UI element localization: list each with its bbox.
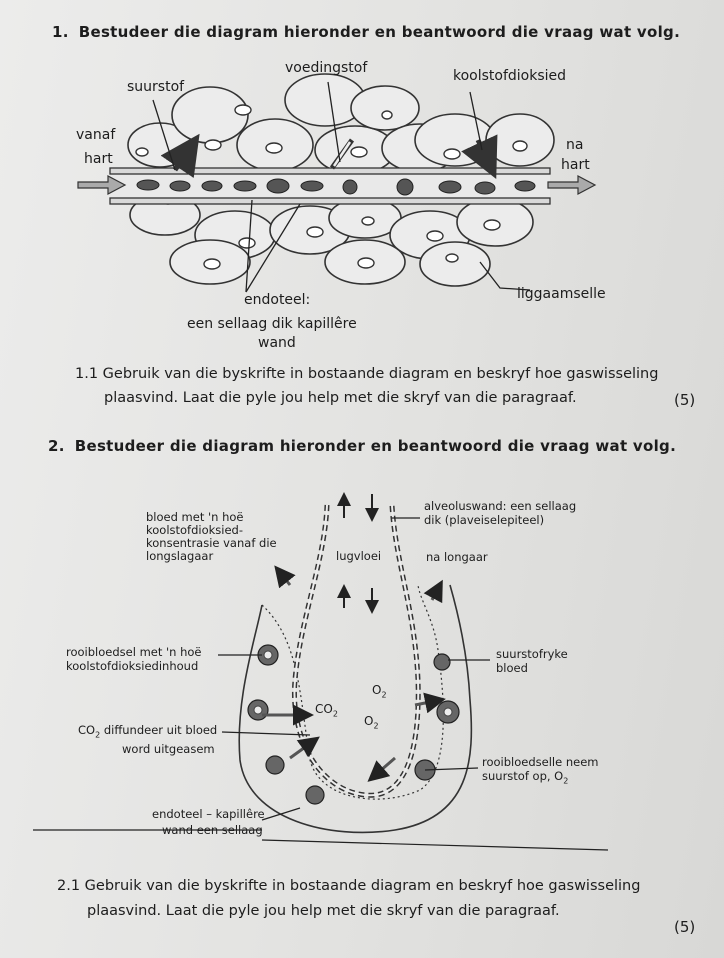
label-oxygen-rich-1: suurstofryke [496, 647, 568, 661]
label-co2-diffuses-1: CO2 diffundeer uit bloed [78, 723, 218, 740]
label-rbc-high-co2-1: rooibloedsel met 'n hoë [66, 645, 202, 659]
question-2-1-line-1: 2.1 Gebruik van die byskrifte in bostaan… [57, 874, 640, 898]
label-from-heart-1: vanaf [76, 127, 116, 143]
label-oxygen: suurstof [127, 79, 185, 95]
question-1-1-marks: (5) [674, 391, 696, 409]
blood-flow-in-arrow [77, 175, 127, 195]
label-blood-high-co2-2: koolstofdioksied- [146, 523, 244, 537]
question-2-1-text-1: Gebruik van die byskrifte in bostaande d… [84, 878, 641, 894]
label-food: voedingstof [285, 60, 368, 76]
question-2-1-number: 2.1 [57, 878, 81, 894]
label-o2-upper: O2 [372, 683, 387, 700]
body-cell [350, 85, 420, 131]
blood-flow-out-arrow [547, 175, 597, 195]
label-endo-1: endoteel – kapillêre [152, 807, 265, 821]
alveolus-diagram [33, 492, 609, 851]
label-from-heart-2: hart [84, 151, 113, 167]
label-alveolus-wall-2: dik (plaveiselepiteel) [424, 513, 545, 527]
label-co2-diffuses-2: word uitgeasem [122, 742, 215, 756]
label-to-heart-2: hart [561, 157, 590, 173]
question-2-1-marks: (5) [674, 918, 696, 936]
label-endo-2: wand een sellaag [162, 823, 263, 837]
label-oxygen-rich-2: bloed [496, 661, 528, 675]
question-2-1-text-2: plaasvind. Laat die pyle jou help met di… [87, 903, 560, 919]
question-2-heading: 2. Bestudeer die diagram hieronder en bea… [48, 437, 676, 455]
body-cell [171, 86, 249, 144]
label-blood-high-co2-1: bloed met 'n hoë [146, 510, 244, 524]
label-rbc-take-o2-2: suurstof op, O2 [482, 769, 569, 786]
label-endothelium-1: endoteel: [244, 292, 311, 308]
question-1-1-line-1: 1.1 Gebruik van die byskrifte in bostaan… [75, 362, 658, 386]
label-body-cells: liggaamselle [517, 286, 606, 302]
question-1-title: Bestudeer die diagram hieronder en beant… [78, 23, 681, 41]
label-rbc-high-co2-2: koolstofdioksiedinhoud [66, 659, 199, 673]
capillary-tissue-diagram [77, 73, 597, 293]
label-to-lung-vein: na longaar [426, 550, 488, 564]
label-o2-lower: O2 [364, 714, 379, 731]
label-co2: CO2 [315, 702, 338, 719]
label-to-heart-1: na [566, 137, 584, 153]
question-2-title: Bestudeer die diagram hieronder en beant… [74, 437, 677, 455]
label-air-flow: lugvloei [336, 549, 382, 563]
question-1-heading: 1. Bestudeer die diagram hieronder en bea… [52, 23, 680, 41]
body-cell [419, 241, 491, 287]
capillary-red-blood-cells [247, 644, 460, 805]
question-1-1-text-2: plaasvind. Laat die pyle jou help met di… [104, 390, 577, 406]
question-1-number: 1. [52, 23, 69, 41]
label-blood-high-co2-3: konsentrasie vanaf die [146, 536, 277, 550]
label-carbon-dioxide: koolstofdioksied [453, 68, 567, 84]
label-endothelium-3: wand [258, 335, 296, 351]
label-endothelium-2: een sellaag dik kapillêre [187, 316, 357, 332]
label-rbc-take-o2-1: rooibloedselle neem [482, 755, 599, 769]
question-2-number: 2. [48, 437, 65, 455]
question-1-1-text-1: Gebruik van die byskrifte in bostaande d… [102, 366, 659, 382]
capillary-outer [238, 584, 473, 834]
body-cell [485, 113, 555, 167]
oxygen-diffusion-arrow [160, 133, 200, 179]
label-alveolus-wall-1: alveoluswand: een sellaag [424, 499, 577, 513]
question-1-1-number: 1.1 [75, 366, 99, 382]
red-blood-cells [136, 178, 536, 196]
label-blood-high-co2-4: longslagaar [146, 549, 214, 563]
